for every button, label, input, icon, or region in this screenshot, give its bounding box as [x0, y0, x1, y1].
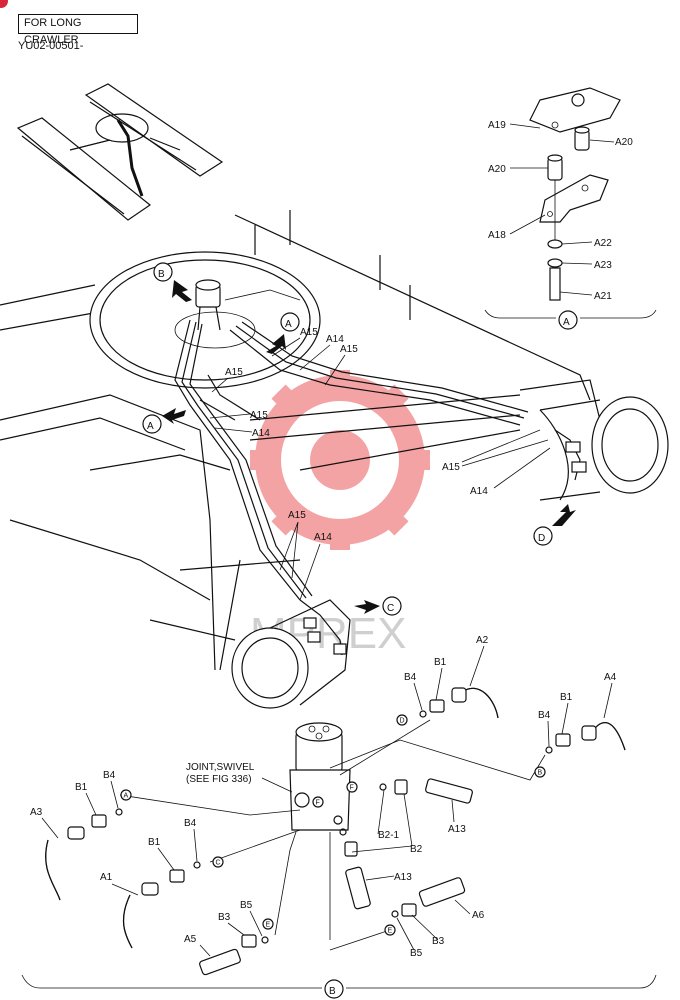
detail-label-a20: A20: [488, 164, 506, 175]
port-tag-c: C: [212, 856, 224, 868]
part-label-a2: A2: [476, 635, 489, 646]
svg-text:D: D: [400, 718, 405, 725]
view-c-marker: C: [354, 596, 402, 616]
variant-label-box: FOR LONG CRAWLER: [18, 14, 138, 46]
view-a-letter-lower: A: [147, 421, 154, 432]
detail-label-a23: A23: [594, 260, 612, 271]
view-b-marker: B: [153, 262, 192, 302]
view-a-marker-upper: A: [266, 312, 300, 354]
part-label-a5: A5: [184, 934, 197, 945]
callout-a15: A15: [340, 344, 358, 355]
part-label-a6: A6: [472, 910, 485, 921]
svg-text:E: E: [266, 922, 271, 929]
detail-a-inset: A19 A20 A20 A18 A22 A23 A21 A: [484, 87, 657, 330]
callout-a15: A15: [225, 367, 243, 378]
svg-text:F: F: [350, 785, 354, 792]
callout-a15: A15: [250, 410, 268, 421]
port-tag-f: F: [312, 796, 324, 808]
part-label-b4: B4: [103, 770, 116, 781]
port-tag-e: E: [384, 924, 396, 936]
view-a-letter-upper: A: [285, 319, 292, 330]
undercarriage-frame: [0, 210, 669, 709]
part-label-b3: B3: [432, 936, 445, 947]
port-tag-f: F: [346, 781, 358, 793]
detail-a-caption: A: [563, 317, 570, 328]
port-tag-d: D: [396, 714, 408, 726]
part-label-b1: B1: [560, 692, 573, 703]
svg-text:B: B: [538, 770, 543, 777]
callout-a14: A14: [326, 334, 344, 345]
callout-a14: A14: [314, 532, 332, 543]
part-label-a13: A13: [394, 872, 412, 883]
parts-section: JOINT,SWIVEL (SEE FIG 336): [21, 635, 657, 999]
callout-a14: A14: [470, 486, 488, 497]
part-label-a4: A4: [604, 672, 617, 683]
part-label-b2: B2: [410, 844, 423, 855]
main-callouts: A15 A14 A15 A15 A15 A14 A15 A14 A15 A14: [209, 327, 551, 601]
part-label-b1: B1: [434, 657, 447, 668]
crawler-inset: [16, 83, 224, 221]
callout-a15: A15: [442, 462, 460, 473]
detail-label-a21: A21: [594, 291, 612, 302]
part-label-b5: B5: [410, 948, 423, 959]
callout-a15: A15: [288, 510, 306, 521]
view-d-marker: D: [533, 504, 576, 546]
callout-a15: A15: [300, 327, 318, 338]
part-label-a13: A13: [448, 824, 466, 835]
view-d-letter: D: [538, 533, 545, 544]
port-tag-a: A: [120, 789, 132, 801]
port-tag-b: B: [534, 766, 546, 778]
part-label-b4: B4: [538, 710, 551, 721]
part-label-b1: B1: [75, 782, 88, 793]
section-b-caption: B: [329, 986, 336, 997]
detail-label-a20: A20: [615, 137, 633, 148]
view-a-marker-lower: A: [142, 408, 186, 434]
part-label-b3: B3: [218, 912, 231, 923]
corner-badge: [0, 0, 8, 8]
callout-a14: A14: [252, 428, 270, 439]
part-label-b2-1: B2-1: [378, 830, 400, 841]
joint-swivel-label: JOINT,SWIVEL: [186, 762, 255, 773]
drawing-code: YU02-00501-: [18, 40, 84, 52]
part-label-a1: A1: [100, 872, 113, 883]
svg-text:C: C: [216, 860, 221, 867]
port-tag-e: E: [262, 918, 274, 930]
detail-label-a19: A19: [488, 120, 506, 131]
part-label-a3: A3: [30, 807, 43, 818]
joint-swivel-ref: (SEE FIG 336): [186, 774, 252, 785]
part-label-b5: B5: [240, 900, 253, 911]
svg-text:F: F: [316, 800, 320, 807]
detail-label-a18: A18: [488, 230, 506, 241]
svg-text:A: A: [124, 793, 129, 800]
view-b-letter: B: [158, 269, 165, 280]
watermark-logo: [250, 370, 430, 550]
part-label-b4: B4: [404, 672, 417, 683]
variant-label: FOR LONG CRAWLER: [24, 17, 82, 46]
part-label-b4: B4: [184, 818, 197, 829]
part-label-b1: B1: [148, 837, 161, 848]
view-c-letter: C: [387, 603, 394, 614]
svg-text:E: E: [388, 928, 393, 935]
detail-label-a22: A22: [594, 238, 612, 249]
